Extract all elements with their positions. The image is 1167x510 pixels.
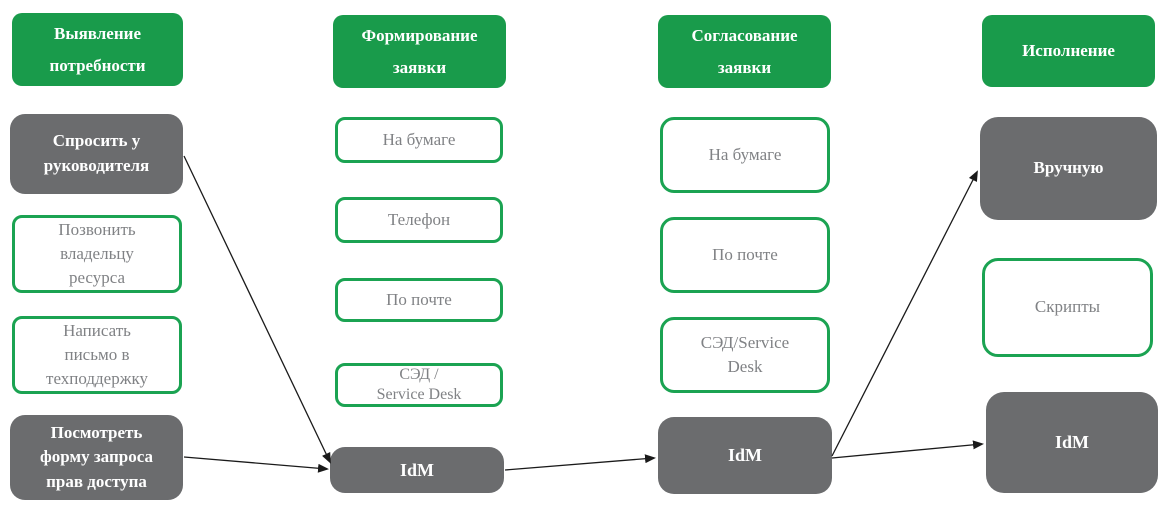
arrow-ask-manager-to-idm: [183, 155, 331, 464]
node-by-mail-approve: По почте: [660, 217, 830, 293]
node-idm-form: IdM: [330, 447, 504, 493]
node-idm-execution: IdM: [986, 392, 1158, 493]
node-by-mail-form: По почте: [335, 278, 503, 322]
arrow-request-form-to-idm: [183, 456, 329, 473]
node-idm-approve: IdM: [658, 417, 832, 494]
node-on-paper-approve: На бумаге: [660, 117, 830, 193]
stage-header-execution: Исполнение: [982, 15, 1155, 87]
node-call-resource-owner: Позвонить владельцу ресурса: [12, 215, 182, 293]
node-on-paper-form: На бумаге: [335, 117, 503, 163]
arrow-idm-form-to-idm-approve: [504, 454, 656, 471]
node-phone: Телефон: [335, 197, 503, 243]
node-scripts: Скрипты: [982, 258, 1153, 357]
node-write-to-support: Написать письмо в техподдержку: [12, 316, 182, 394]
node-view-access-request-form: Посмотреть форму запроса прав доступа: [10, 415, 183, 500]
stage-header-identify-need: Выявление потребности: [12, 13, 183, 86]
node-manual: Вручную: [980, 117, 1157, 220]
arrow-idm-approve-to-idm-execution: [831, 440, 984, 459]
arrow-idm-approve-to-manual: [831, 170, 978, 457]
stage-header-approve-request: Согласование заявки: [658, 15, 831, 88]
node-ask-manager: Спросить у руководителя: [10, 114, 183, 194]
node-sed-service-desk-form: СЭД / Service Desk: [335, 363, 503, 407]
stage-header-form-request: Формирование заявки: [333, 15, 506, 88]
node-sed-service-desk-approve: СЭД/Service Desk: [660, 317, 830, 393]
